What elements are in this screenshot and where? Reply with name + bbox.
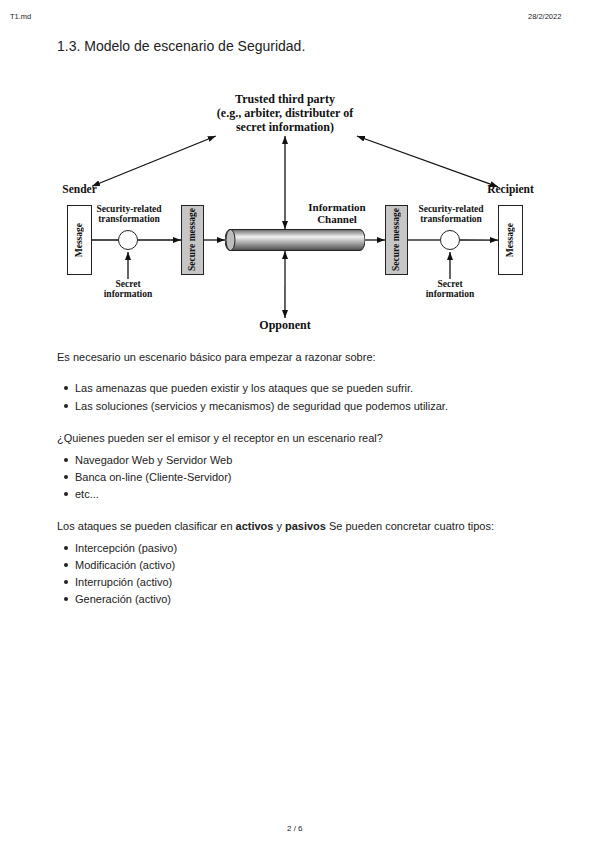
channel-label: Information Channel (297, 201, 377, 225)
paragraph-line: Los ataques se pueden clasificar enactiv… (57, 519, 494, 533)
transform-circle: Security-related transformation (118, 230, 138, 250)
secure-message-label: Secure message (391, 208, 402, 272)
node-text: Opponent (253, 318, 317, 332)
message-node: SenderMessage (67, 182, 92, 275)
transform-label: Security-related transformation (396, 204, 506, 224)
cylinder-end (226, 230, 235, 251)
bullet-item: Modificación (activo) (75, 558, 175, 572)
party-heading: Sender (37, 182, 122, 196)
section-title: 1.3. Modelo de escenario de Seguridad. (57, 38, 305, 54)
message-box: Message (67, 205, 92, 275)
connector-arrow (365, 239, 385, 240)
transform-circle: Security-related transformation (440, 230, 460, 250)
message-label: Message (505, 223, 516, 257)
bullet-item: Interrupción (activo) (75, 575, 172, 589)
leader-arrow (449, 252, 450, 279)
bullet-item: Intercepción (pasivo) (75, 541, 177, 555)
connector-arrow (460, 239, 498, 240)
transform-label: Security-related transformation (74, 204, 184, 224)
paragraph: Es necesario un escenario básico para em… (57, 350, 376, 364)
bold-term: activos (236, 519, 274, 533)
cylinder-body (225, 230, 365, 251)
secure-message-box: Secure message (385, 205, 408, 275)
party-heading: Recipient (468, 182, 553, 196)
page-number: 2 / 6 (287, 822, 303, 836)
page-date: 28/2/2022 (528, 10, 561, 24)
secret-info-label: Secret information (98, 279, 158, 299)
trusted-party-node: Trusted third party(e.g., arbiter, distr… (190, 92, 380, 136)
secret-info-label: Secret information (420, 279, 480, 299)
bullet-item: Banca on-line (Cliente-Servidor) (75, 470, 232, 484)
connector-arrow (204, 239, 225, 240)
message-box: Message (498, 205, 523, 275)
paragraph-run: y (276, 519, 282, 533)
secret-info-leaders (128, 252, 450, 279)
connector-arrow (138, 239, 181, 240)
node-text: (e.g., arbiter, distributer of secret in… (203, 106, 368, 134)
cylinder-shape (225, 229, 365, 251)
message-label: Message (74, 223, 85, 257)
bullet-item: Navegador Web y Servidor Web (75, 453, 232, 467)
secure-message-box: Secure message (181, 205, 204, 275)
channel-cylinder: Information Channel (225, 229, 365, 251)
connector-arrow (284, 251, 285, 318)
connector-arrow (408, 239, 440, 240)
opponent-node: Opponent (253, 318, 317, 334)
bullet-item: etc... (75, 487, 99, 501)
connector-arrow (284, 136, 285, 229)
bold-term: pasivos (285, 519, 326, 533)
message-node: RecipientMessage (498, 182, 523, 275)
connector-arrow (357, 136, 498, 187)
paragraph-run: Se pueden concretar cuatro tipos: (329, 519, 494, 533)
connector-arrow (92, 239, 118, 240)
bullet-item: Las amenazas que pueden existir y los at… (75, 381, 413, 395)
paragraph-run: Los ataques se pueden clasificar en (57, 519, 233, 533)
bullet-item: Las soluciones (servicios y mecanismos) … (75, 399, 448, 413)
file-name: T1.md (10, 10, 31, 24)
connector-arrow (92, 136, 216, 186)
bullet-item: Generación (activo) (75, 592, 171, 606)
edge-group (92, 136, 498, 318)
node-text: Trusted third party (203, 92, 368, 106)
leader-arrow (127, 252, 128, 279)
paragraph: ¿Quienes pueden ser el emisor y el recep… (57, 431, 383, 445)
secure-message-label: Secure message (187, 208, 198, 272)
